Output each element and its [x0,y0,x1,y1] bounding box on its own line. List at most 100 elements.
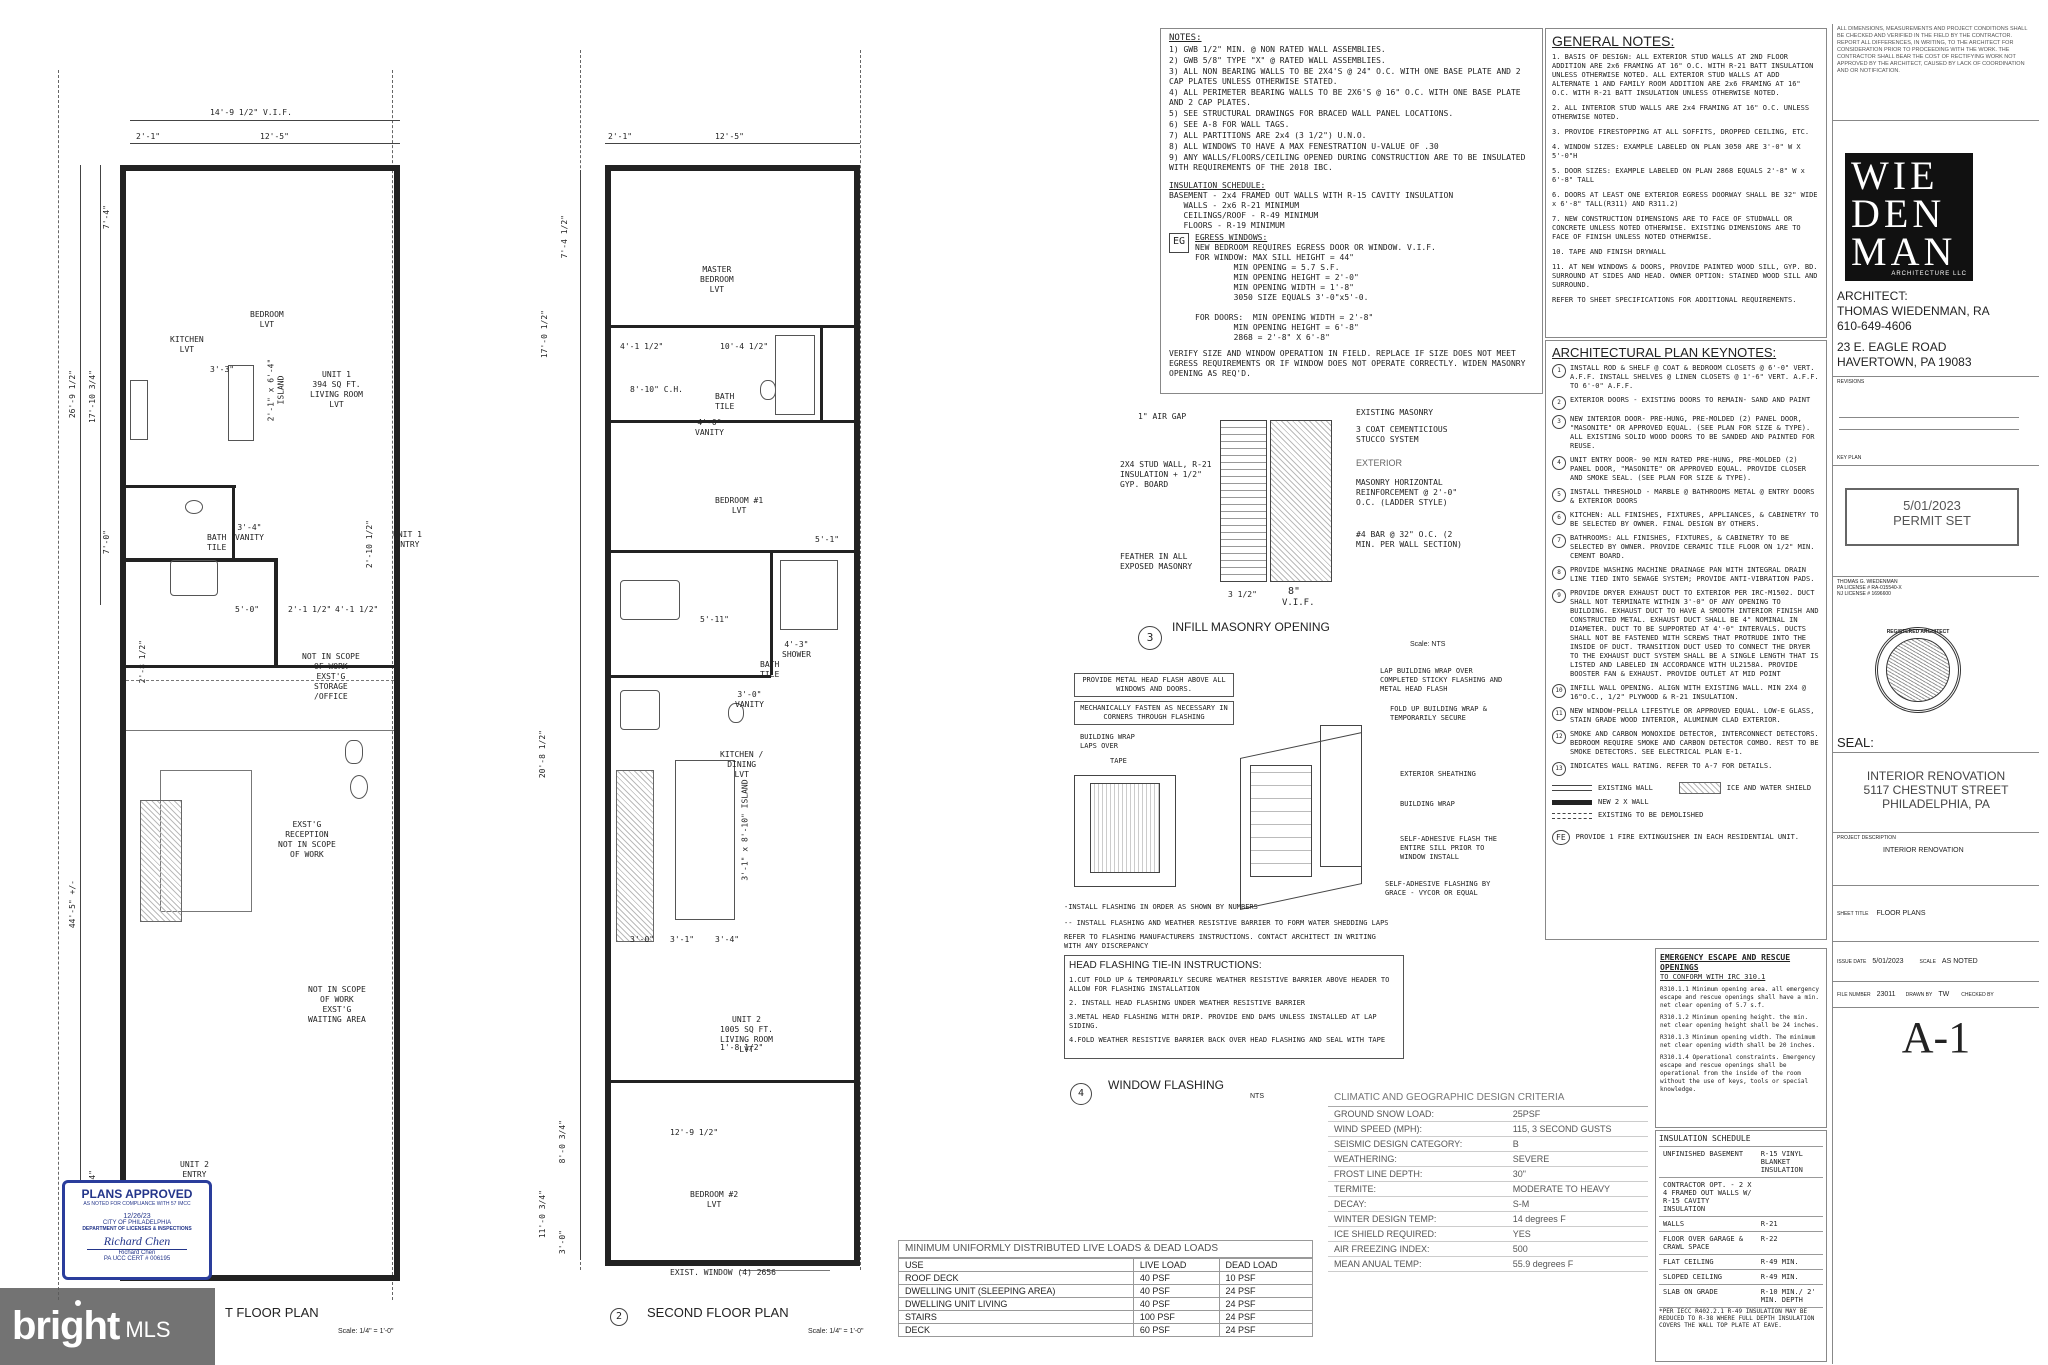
climatic-row: AIR FREEZING INDEX:500 [1328,1241,1648,1257]
keynote-text: NEW INTERIOR DOOR- PRE-HUNG, PRE-MOLDED … [1570,415,1815,450]
keynote-text: NEW WINDOW-PELLA LIFESTYLE OR APPROVED E… [1570,707,1815,724]
insulation-cell: SLAB ON GRADE [1659,1284,1757,1308]
keynote-text: EXTERIOR DOORS - EXISTING DOORS TO REMAI… [1570,396,1811,404]
insulation-cell: UNFINISHED BASEMENT [1659,1147,1757,1178]
climatic-heading: CLIMATIC AND GEOGRAPHIC DESIGN CRITERIA [1328,1090,1648,1107]
climatic-label: WINTER DESIGN TEMP: [1328,1211,1507,1227]
note-item: 1) GWB 1/2" MIN. @ NON RATED WALL ASSEMB… [1169,45,1386,54]
climatic-row: ICE SHIELD REQUIRED:YES [1328,1226,1648,1242]
insulation-cell: R-15 VINYL BLANKET INSULATION [1756,1147,1823,1178]
keynote-number: 12 [1552,730,1566,744]
climatic-value: S-M [1506,1196,1648,1212]
architect-address1: 23 E. EAGLE ROAD [1837,340,1947,354]
project-description-label: PROJECT DESCRIPTION [1837,835,1896,841]
emergency-sub: TO CONFORM WITH IRC 310.1 [1660,973,1766,981]
plan-title: SECOND FLOOR PLAN [647,1305,789,1320]
climatic-row: DECAY:S-M [1328,1196,1648,1212]
detail-dimension: V.I.F. [1282,598,1315,608]
dimension-label: 5'-11" [700,615,729,624]
seal-label: SEAL: [1837,735,1874,750]
climatic-value: 25PSF [1506,1107,1648,1122]
bright-mls-watermark: bright MLS [0,1288,215,1365]
scale-label: SCALE [1919,958,1936,965]
room-label-unit2-entry: UNIT 2 ENTRY [180,1160,209,1179]
verify-note: VERIFY SIZE AND WINDOW OPERATION IN FIEL… [1169,349,1526,378]
revisions-label: REVISIONS [1837,379,1865,385]
flashing-step: 3.METAL HEAD FLASHING WITH DRIP. PROVIDE… [1069,1013,1377,1030]
project-city: PHILADELPHIA, PA [1882,797,1990,811]
drawn-by-label: DRAWN BY [1905,991,1933,998]
dimension-label: 3'-3" [210,365,235,374]
stamp-date: 12/26/23 [123,1213,151,1220]
issue-date: 5/01/2023 [1872,958,1904,965]
notes-heading: NOTES: [1169,33,1202,43]
dimension-label: 17'-10 3/4" [88,370,97,423]
room-label-master-bedroom: MASTER BEDROOM LVT [700,265,734,294]
insulation-cell: FLOOR OVER GARAGE & CRAWL SPACE [1659,1231,1757,1255]
insulation-cell: FLAT CEILING [1659,1254,1757,1270]
stamp-sub: AS NOTED FOR COMPLIANCE WITH 57 IMCC [83,1201,191,1207]
dimension-label: 12'-9 1/2" [670,1128,719,1137]
keynote-text: INSTALL THRESHOLD - MARBLE @ BATHROOMS M… [1570,488,1815,505]
plan-scale: Scale: 1/4" = 1'-0" [808,1328,864,1335]
second-floor-plan: 2'-1" 12'-5" 7'-4 1/2" 17'-0 1/2" 20'-8 … [520,40,920,1340]
loads-column-header: DEAD LOAD [1218,1258,1313,1272]
room-label-bath: BATH TILE [207,533,227,552]
emergency-list: R310.1.1 Minimum opening area. all emerg… [1660,986,1822,1094]
keynote-number: 1 [1552,364,1566,378]
climatic-value: 115, 3 SECOND GUSTS [1506,1121,1648,1137]
general-notes-heading: GENERAL NOTES: [1552,33,1675,49]
climatic-value: 30" [1506,1166,1648,1182]
detail-title: WINDOW FLASHING [1108,1078,1224,1092]
room-label-vanity1: 4'-0" VANITY [695,418,724,437]
flashing-label: EXTERIOR SHEATHING [1400,770,1476,778]
note-item: 2) GWB 5/8" TYPE "X" @ RATED WALL ASSEMB… [1169,56,1386,65]
flashing-label: TAPE [1110,757,1127,765]
plan-title: T FLOOR PLAN [225,1305,319,1320]
watermark-mls: MLS [125,1316,171,1342]
dimension-label: 17'-0 1/2" [540,310,549,359]
emergency-item: R310.1.1 Minimum opening area. all emerg… [1660,986,1819,1009]
room-label-bedroom1: BEDROOM #1 LVT [715,496,764,515]
sheet-title-label: SHEET TITLE [1837,910,1869,917]
loads-cell: 24 PSF [1218,1310,1313,1324]
insulation-cell: R-49 MIN. [1756,1269,1823,1285]
room-label-storage: NOT IN SCOPE OF WORK EXST'G STORAGE /OFF… [302,652,360,701]
room-label-shower: 4'-3" SHOWER [782,640,811,659]
detail-label: #4 BAR @ 32" O.C. (2 MIN. PER WALL SECTI… [1356,530,1462,549]
legend-demolish: EXISTING TO BE DEMOLISHED [1598,811,1704,819]
note-item: 9) ANY WALLS/FLOORS/CEILING OPENED DURIN… [1169,153,1526,172]
watermark-brand: bright [12,1304,120,1348]
insulation-cell: WALLS [1659,1216,1757,1232]
climatic-label: SEISMIC DESIGN CATEGORY: [1328,1136,1507,1152]
fe-note: PROVIDE 1 FIRE EXTINGUISHER IN EACH RESI… [1575,833,1800,841]
notes-list: 1) GWB 1/2" MIN. @ NON RATED WALL ASSEMB… [1169,45,1534,173]
general-note-item: REFER TO SHEET SPECIFICATIONS FOR ADDITI… [1552,296,1797,304]
room-label-bath1: BATH TILE [715,392,735,411]
climatic-value: 14 degrees F [1506,1211,1648,1227]
keynote-number: 5 [1552,488,1566,502]
dimension-label: 3'-0" [630,935,655,944]
climatic-value: B [1506,1136,1648,1152]
keynote-number: 4 [1552,456,1566,470]
room-label-kitchen: KITCHEN / DINING LVT [720,750,764,779]
flashing-note: -INSTALL FLASHING IN ORDER AS SHOWN BY N… [1064,903,1258,911]
detail-number: 3 [1138,626,1162,650]
island-label: 2'-1" x 6'-4" ISLAND [266,358,286,422]
emergency-item: R310.1.2 Minimum opening height. the min… [1660,1014,1819,1029]
detail-label: 1" AIR GAP [1138,412,1187,421]
climatic-label: DECAY: [1328,1196,1507,1212]
room-label-vanity2: 3'-0" VANITY [735,690,764,709]
dimension-label: 12'-5" [715,132,744,141]
logo: WIE DEN MAN ARCHITECTURE LLC [1845,153,1973,281]
room-label-bath2: BATH TILE [760,660,780,679]
detail-title: INFILL MASONRY OPENING [1172,620,1330,634]
loads-column-header: LIVE LOAD [1132,1258,1220,1272]
